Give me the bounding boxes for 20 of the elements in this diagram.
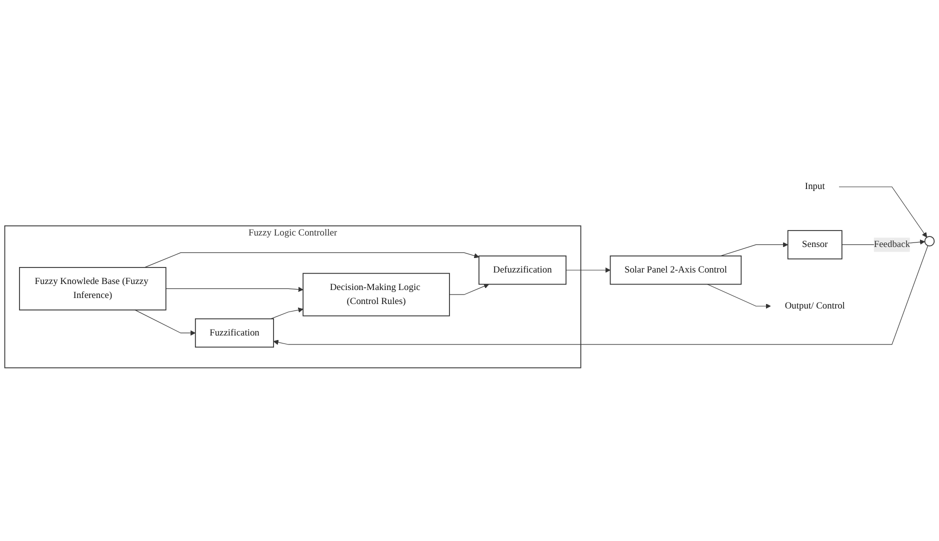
arrow xyxy=(144,252,480,268)
arrow xyxy=(134,310,196,336)
node-text: Output/ Control xyxy=(784,301,845,312)
arrow xyxy=(707,284,771,309)
arrow xyxy=(273,246,928,346)
node-box: Decision-Making Logic (Control Rules) xyxy=(302,273,450,317)
arrow xyxy=(566,268,611,273)
node-box: Solar Panel 2-Axis Control xyxy=(610,256,742,285)
arrow xyxy=(838,186,928,238)
node-box: Fuzzy Knowlede Base (Fuzzy Inference) xyxy=(19,267,166,311)
arrow xyxy=(166,287,304,292)
edge-label: Feedback xyxy=(874,240,910,250)
arrow xyxy=(720,242,788,256)
node-circle xyxy=(924,236,935,247)
node-box: Sensor xyxy=(787,230,842,260)
arrow xyxy=(270,308,304,320)
node-text: Input xyxy=(804,182,825,192)
node-box: Defuzzification xyxy=(478,256,566,285)
arrow xyxy=(449,284,490,296)
node-box: Fuzzification xyxy=(194,318,274,348)
